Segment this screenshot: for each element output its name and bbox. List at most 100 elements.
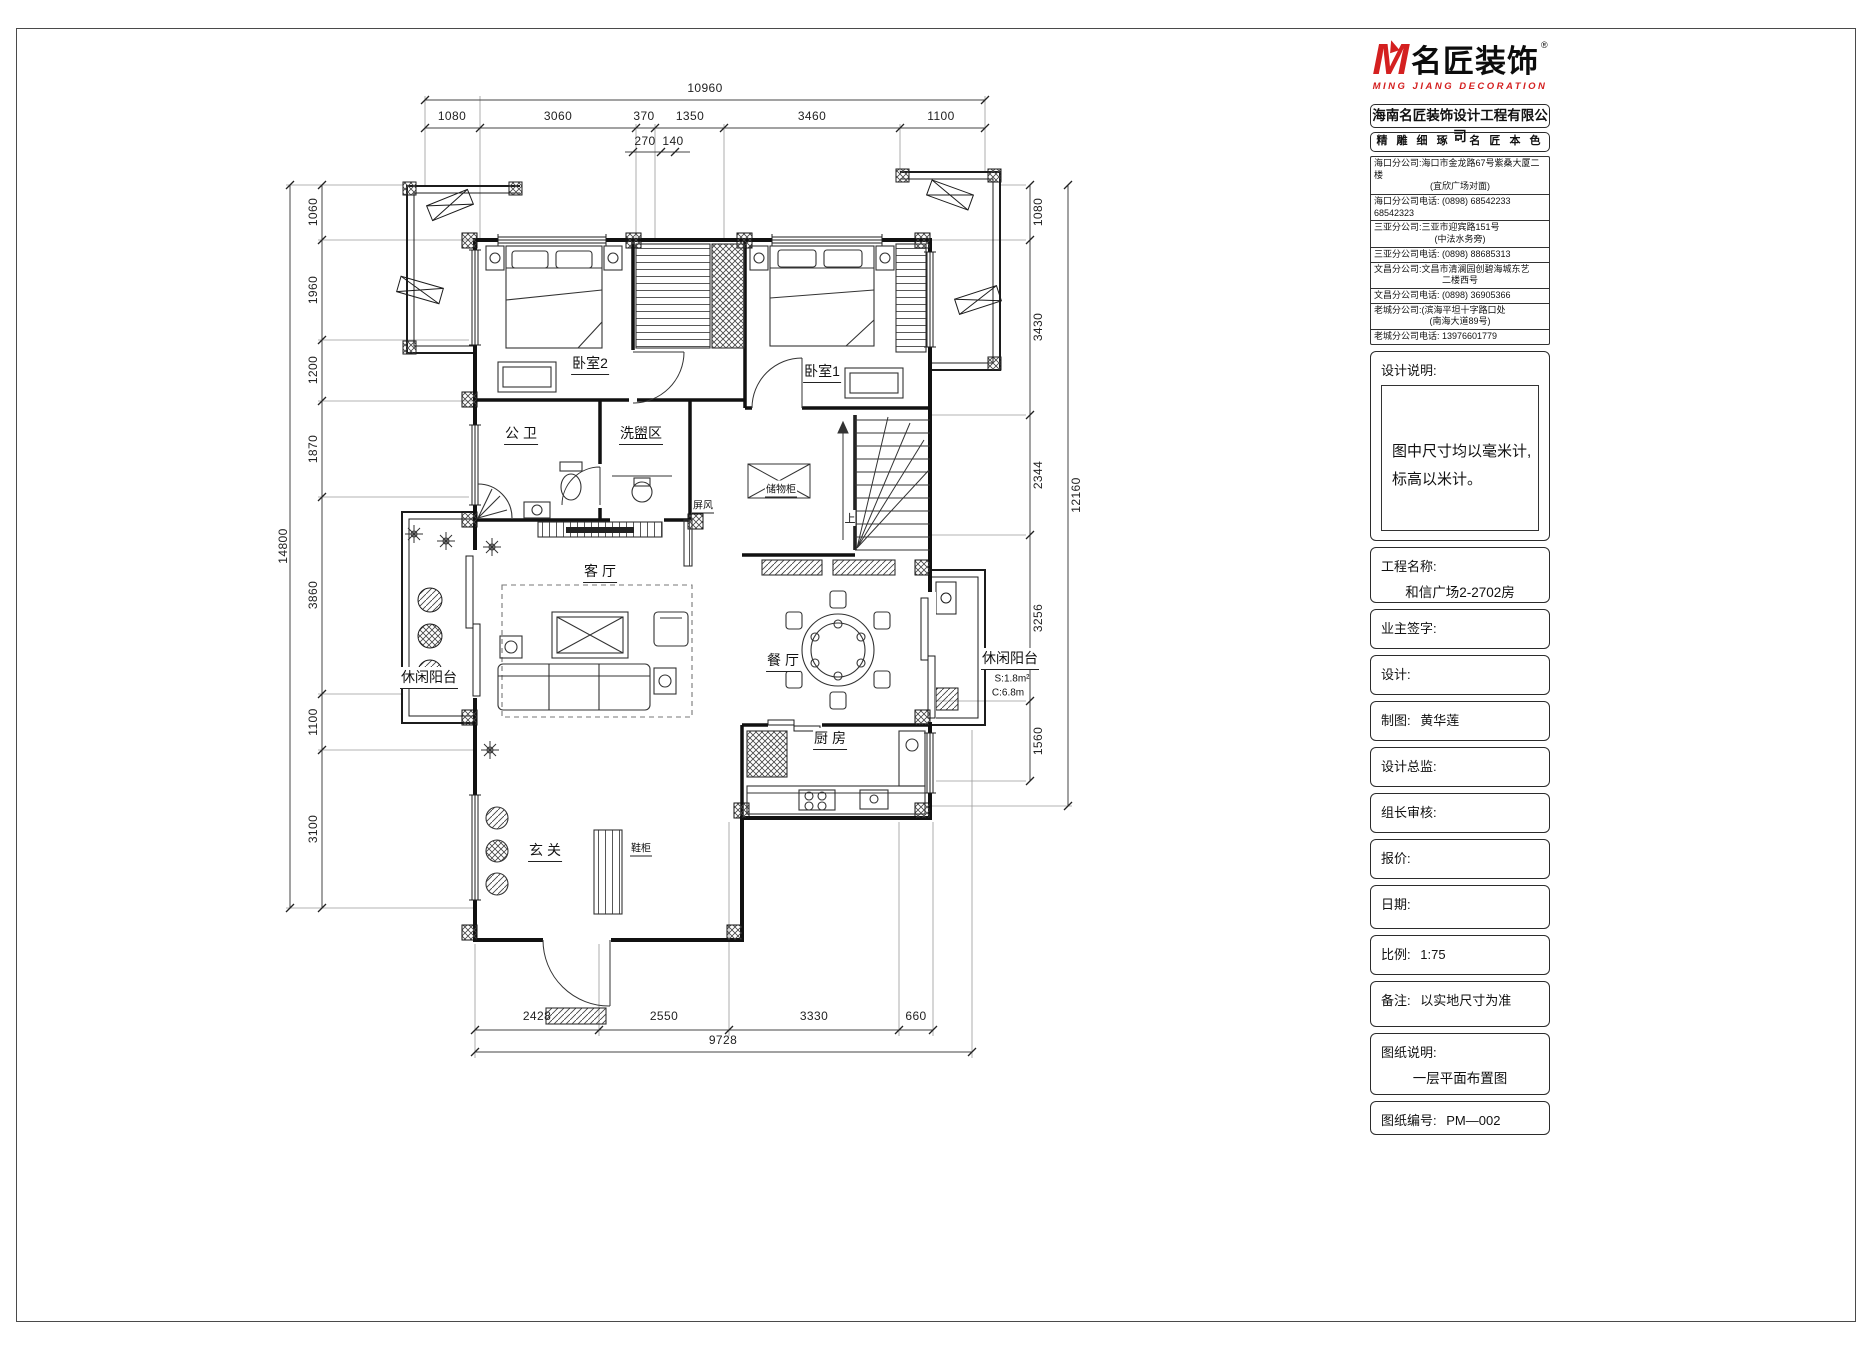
- contact-row: 三亚分公司电话: (0898) 88685313: [1371, 246, 1549, 262]
- dim-bottom-3: 3330: [799, 1009, 829, 1023]
- contact-row: 老城分公司:(滨海平坦十字路口处(南海大道89号): [1371, 302, 1549, 329]
- furniture-kitchen: [746, 730, 926, 815]
- dim-left-3: 1200: [306, 355, 320, 385]
- room-label-entry: 玄 关: [528, 840, 562, 862]
- plant-symbols: [405, 525, 501, 759]
- sheet-border: [16, 28, 1856, 1322]
- dim-right-1: 1080: [1031, 197, 1045, 227]
- dim-left-total: 14800: [276, 528, 290, 564]
- room-label-balcony-right: 休闲阳台: [981, 648, 1039, 670]
- furniture-dining: [761, 559, 896, 710]
- dim-left-4: 1870: [306, 434, 320, 464]
- floor-plan-svg: [285, 95, 1073, 1058]
- project-name-label: 工程名称:: [1381, 558, 1437, 574]
- dim-top2-1: 270: [634, 134, 656, 148]
- dim-top-total: 10960: [687, 81, 723, 95]
- company-name: 海南名匠装饰设计工程有限公司: [1370, 104, 1550, 144]
- contact-line2: 二楼西号: [1441, 275, 1478, 286]
- logo-name: 名匠装饰: [1411, 44, 1539, 79]
- contact-table: 海口分公司:海口市金龙路67号紫桑大厦二楼(宜欣广场对面) 海口分公司电话: (…: [1370, 156, 1550, 345]
- dim-bottom-1: 2428: [522, 1009, 552, 1023]
- dim-bottom-total: 9728: [708, 1033, 738, 1047]
- project-name-box: 工程名称: 和信广场2-2702房: [1370, 546, 1550, 603]
- company-slogan: 精 雕 细 琢 · 名 匠 本 色: [1370, 132, 1550, 152]
- contact-line: 文昌分公司:文昌市清澜园创碧海城东艺: [1374, 263, 1530, 274]
- dim-top-4: 1350: [675, 109, 705, 123]
- date-box: 日期:: [1370, 884, 1550, 929]
- dim-left-7: 3100: [306, 814, 320, 844]
- contact-row: 文昌分公司:文昌市清澜园创碧海城东艺二楼西号: [1371, 261, 1549, 288]
- design-director-box: 设计总监:: [1370, 746, 1550, 787]
- furniture-bedroom1: [749, 243, 927, 399]
- wardrobe-and-shaft: [635, 243, 745, 349]
- title-block: M 名匠装饰 ® MING JIANG DECORATION 海南名匠装饰设计工…: [1370, 35, 1550, 1141]
- remark-box: 备注: 以实地尺寸为准: [1370, 980, 1550, 1027]
- draftsman-box: 制图: 黄华莲: [1370, 700, 1550, 741]
- team-review-label: 组长审核:: [1381, 804, 1437, 820]
- contact-line: 三亚分公司电话: (0898) 88685313: [1374, 248, 1511, 259]
- logo-subtitle: MING JIANG DECORATION: [1372, 81, 1548, 92]
- dim-bottom-2: 2550: [649, 1009, 679, 1023]
- scale-label: 比例:: [1381, 946, 1411, 962]
- sheet-number-box: 图纸编号: PM—002: [1370, 1100, 1550, 1135]
- dim-right-2: 3430: [1031, 312, 1045, 342]
- dim-top-3: 370: [633, 109, 655, 123]
- room-label-bedroom2: 卧室2: [571, 353, 609, 375]
- logo-letter-m: M: [1372, 35, 1409, 84]
- design-note-label: 设计说明:: [1381, 362, 1437, 378]
- dim-top-5: 3460: [797, 109, 827, 123]
- dim-top-2: 3060: [543, 109, 573, 123]
- remark-value: 以实地尺寸为准: [1420, 992, 1512, 1008]
- room-label-shoe-cabinet: 鞋柜: [630, 839, 652, 857]
- column-symbols: [461, 232, 931, 941]
- balcony-right-area-c: C:6.8m: [991, 687, 1025, 699]
- project-name-value: 和信广场2-2702房: [1405, 584, 1515, 600]
- furniture-living: [497, 521, 693, 718]
- company-logo: M 名匠装饰 ® MING JIANG DECORATION: [1370, 35, 1550, 104]
- contact-line2: (宜欣广场对面): [1430, 181, 1490, 192]
- owner-signature-label: 业主签字:: [1381, 620, 1437, 636]
- room-label-dining: 餐 厅: [766, 650, 800, 672]
- dim-top-6: 1100: [927, 109, 955, 123]
- remark-label: 备注:: [1381, 992, 1411, 1008]
- contact-line: 海口分公司电话: (0898) 68542233 68542323: [1374, 196, 1511, 218]
- owner-signature-box: 业主签字:: [1370, 608, 1550, 649]
- date-label: 日期:: [1381, 896, 1411, 912]
- balcony-structures: [396, 168, 1003, 726]
- designer-label: 设计:: [1381, 666, 1411, 682]
- contact-row: 海口分公司电话: (0898) 68542233 68542323: [1371, 194, 1549, 220]
- dimension-ticks: [285, 95, 1073, 1057]
- sheet-description-box: 图纸说明: 一层平面布置图: [1370, 1032, 1550, 1095]
- contact-line2: (中法水务旁): [1434, 234, 1486, 245]
- design-director-label: 设计总监:: [1381, 758, 1437, 774]
- team-review-box: 组长审核:: [1370, 792, 1550, 833]
- dim-right-total: 12160: [1069, 477, 1083, 513]
- dim-left-1: 1060: [306, 197, 320, 227]
- scale-value: 1:75: [1420, 946, 1446, 962]
- stairs: [747, 415, 930, 551]
- draftsman-value: 黄华莲: [1420, 712, 1460, 728]
- contact-line2: (南海大道89号): [1429, 316, 1491, 327]
- sheet-description-value: 一层平面布置图: [1412, 1070, 1508, 1086]
- designer-box: 设计:: [1370, 654, 1550, 695]
- contact-line: 老城分公司:(滨海平坦十字路口处: [1374, 304, 1506, 315]
- scale-box: 比例: 1:75: [1370, 934, 1550, 975]
- sheet-description-label: 图纸说明:: [1381, 1044, 1437, 1060]
- design-note-text: 图中尺寸均以毫米计, 标高以米计。: [1381, 384, 1539, 531]
- sheet-number-label: 图纸编号:: [1381, 1112, 1437, 1128]
- window-symbols: [465, 234, 936, 901]
- contact-line: 文昌分公司电话: (0898) 36905366: [1374, 289, 1511, 300]
- dim-left-5: 3860: [306, 580, 320, 610]
- dim-right-3: 2344: [1031, 460, 1045, 490]
- contact-line: 老城分公司电话: 13976601779: [1374, 330, 1498, 341]
- balcony-right-area-s: S:1.8m²: [994, 673, 1030, 685]
- stairs-up-label: 上: [844, 510, 856, 526]
- contact-row: 海口分公司:海口市金龙路67号紫桑大厦二楼(宜欣广场对面): [1371, 157, 1549, 194]
- dimension-lines: [289, 99, 1069, 1053]
- dim-top2-2: 140: [662, 134, 684, 148]
- room-label-bathroom: 公 卫: [504, 423, 538, 445]
- room-label-living: 客 厅: [583, 561, 617, 583]
- room-label-screen: 屏风: [692, 496, 714, 514]
- dim-right-4: 3256: [1031, 603, 1045, 633]
- room-label-balcony-left: 休闲阳台: [400, 667, 458, 689]
